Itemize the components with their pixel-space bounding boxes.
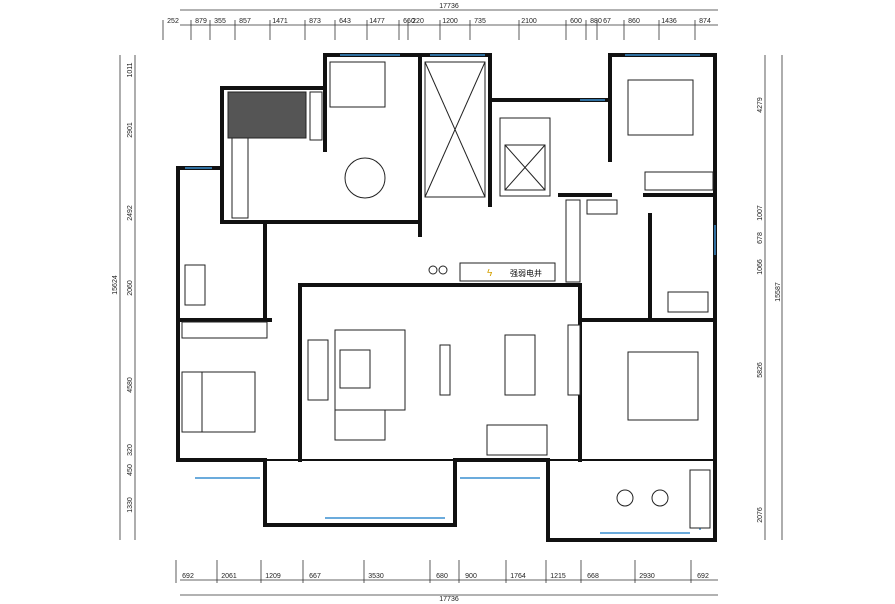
top-dimension: 355 bbox=[214, 18, 226, 25]
right-dimension: 4279 bbox=[757, 97, 764, 113]
electrical-shaft: ϟ 强弱电井 bbox=[459, 262, 556, 282]
shaft-label: 强弱电井 bbox=[510, 268, 542, 278]
dimension-ticks bbox=[162, 20, 696, 583]
svg-text:ϟ: ϟ bbox=[487, 268, 493, 279]
left-dimension: 4580 bbox=[127, 377, 134, 393]
top-dimension: 67 bbox=[603, 18, 611, 25]
wardrobes bbox=[181, 91, 714, 396]
bottom-dimension: 900 bbox=[465, 573, 477, 580]
top-dimension: 2100 bbox=[521, 18, 537, 25]
top-dimension: 879 bbox=[195, 18, 207, 25]
right-dimension: 678 bbox=[757, 232, 764, 244]
top-dimension: 1200 bbox=[442, 18, 458, 25]
bottom-dimension: 1764 bbox=[510, 573, 526, 580]
top-dimension: 735 bbox=[474, 18, 486, 25]
right-dimension: 2076 bbox=[757, 507, 764, 523]
bottom-dimension: 692 bbox=[182, 573, 194, 580]
bottom-dimension: 2930 bbox=[639, 573, 655, 580]
top-dimension: 643 bbox=[339, 18, 351, 25]
right-total-dimension: 15587 bbox=[775, 282, 782, 302]
top-dimension: 1471 bbox=[272, 18, 288, 25]
top-dimension: 660 bbox=[403, 18, 415, 25]
left-dimension: 2492 bbox=[127, 205, 134, 221]
elevator-shaft bbox=[424, 61, 551, 198]
right-dimension: 1066 bbox=[757, 259, 764, 275]
top-dimension: 873 bbox=[309, 18, 321, 25]
bottom-dimension: 2061 bbox=[221, 573, 237, 580]
interior-walls bbox=[176, 53, 717, 462]
top-total-dimension: 17736 bbox=[439, 3, 459, 10]
bottom-dimension: 668 bbox=[587, 573, 599, 580]
furniture bbox=[181, 61, 711, 529]
top-dimension: 860 bbox=[628, 18, 640, 25]
left-dimension: 2060 bbox=[127, 280, 134, 296]
bottom-dimension: 667 bbox=[309, 573, 321, 580]
top-dimension: 1477 bbox=[369, 18, 385, 25]
bottom-dimension: 1209 bbox=[265, 573, 281, 580]
top-dimension: 220 bbox=[412, 18, 424, 25]
bottom-dimension: 680 bbox=[436, 573, 448, 580]
top-dimension: 874 bbox=[699, 18, 711, 25]
left-total-dimension: 15624 bbox=[112, 275, 119, 295]
top-dimension: 1436 bbox=[661, 18, 677, 25]
left-dimension: 2901 bbox=[127, 122, 134, 138]
left-dimension: 320 bbox=[127, 444, 134, 456]
bottom-dimension: 3530 bbox=[368, 573, 384, 580]
top-dimension: 880 bbox=[590, 18, 602, 25]
top-dimension: 252 bbox=[167, 18, 179, 25]
left-dimension: 1011 bbox=[127, 62, 134, 77]
right-dimension: 1007 bbox=[757, 205, 764, 221]
bottom-dimension: 692 bbox=[697, 573, 709, 580]
top-dimension: 600 bbox=[570, 18, 582, 25]
bottom-total-dimension: 17736 bbox=[439, 596, 459, 603]
left-dimension: 1330 bbox=[127, 497, 134, 513]
bottom-dimension: 1215 bbox=[550, 573, 566, 580]
top-dimension: 857 bbox=[239, 18, 251, 25]
left-dimension: 450 bbox=[127, 464, 134, 476]
right-dimension: 5826 bbox=[757, 362, 764, 378]
